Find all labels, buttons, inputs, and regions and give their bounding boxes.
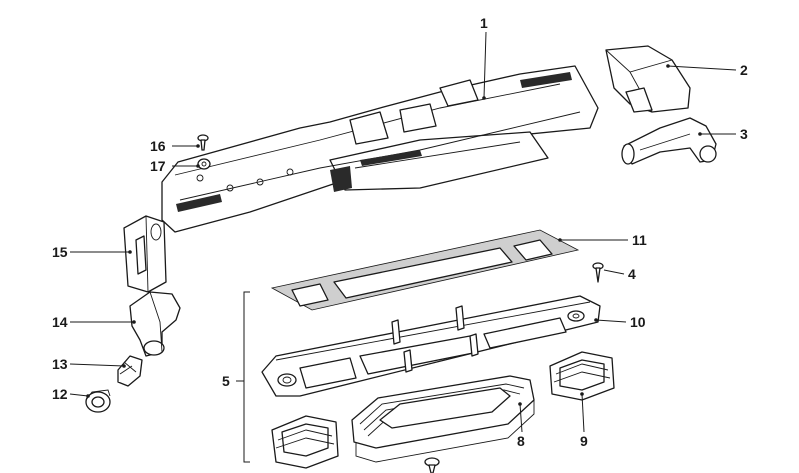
- callout-10: 10: [630, 314, 646, 330]
- leader-lines: [69, 31, 737, 433]
- group-5-bracket: [240, 291, 250, 463]
- callout-2: 2: [740, 62, 748, 78]
- part-15-side-vent-housing: [123, 215, 167, 293]
- part-12-grommet: [85, 389, 111, 413]
- callout-3: 3: [740, 126, 748, 142]
- part-8-oval-bellows: [351, 375, 535, 463]
- part-11-foam-gasket: [270, 229, 580, 311]
- part-16-screw: [197, 134, 209, 151]
- callout-8: 8: [517, 433, 525, 449]
- part-2-upper-duct: [605, 45, 691, 113]
- part-10-base-plate: [261, 295, 601, 397]
- part-17-clip: [197, 158, 211, 170]
- callout-17: 17: [150, 158, 166, 174]
- callout-13: 13: [52, 356, 68, 372]
- part-13-nozzle: [117, 355, 143, 387]
- callout-labels: 1 2 3 4 5 8 9 10 11 12 13 14 15 16 17: [52, 15, 748, 449]
- callout-9: 9: [580, 433, 588, 449]
- callout-4: 4: [628, 266, 636, 282]
- part-1-main-air-duct: [161, 65, 599, 233]
- part-14-curved-hose: [129, 291, 181, 357]
- callout-14: 14: [52, 314, 68, 330]
- callout-16: 16: [150, 138, 166, 154]
- callout-5: 5: [222, 373, 230, 389]
- callout-15: 15: [52, 244, 68, 260]
- part-9-square-bellows: [549, 351, 615, 401]
- screw-bottom: [424, 457, 440, 473]
- callout-12: 12: [52, 386, 68, 402]
- callout-1: 1: [480, 15, 488, 31]
- square-bellows-left: [271, 415, 339, 469]
- callout-11: 11: [632, 232, 647, 248]
- part-4-screw: [592, 262, 604, 283]
- part-3-elbow-duct: [621, 117, 717, 165]
